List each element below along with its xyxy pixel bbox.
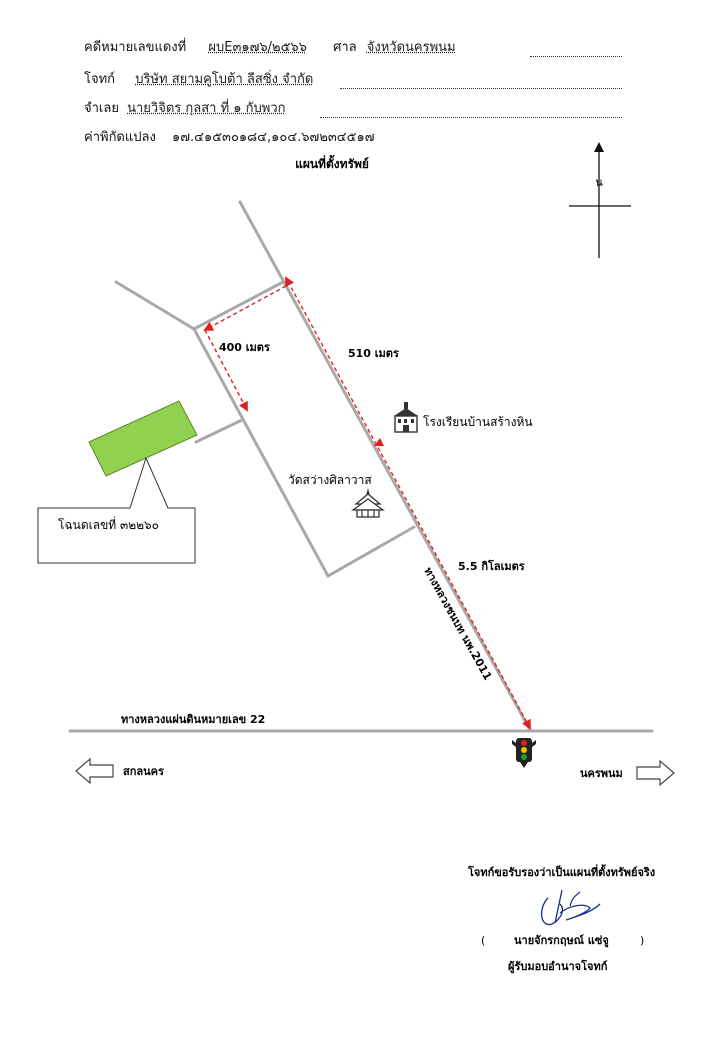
distance-510m-label: 510 เมตร	[348, 347, 399, 360]
court-label: ศาล	[333, 40, 357, 55]
traffic-light-icon	[512, 738, 536, 768]
left-direction-arrow-icon	[75, 757, 114, 785]
upper-cross-road	[192, 280, 285, 331]
route-final-segment	[204, 329, 248, 412]
dotted-fill-2	[340, 88, 622, 89]
parcel-access-road	[194, 418, 244, 444]
route-main-segment	[285, 276, 531, 730]
temple-label: วัดสว่างศิลาวาส	[288, 473, 372, 487]
plaintiff-line: โจทก์ บริษัท สยามคูโบต้า ลีสซิ่ง จำกัด	[84, 72, 313, 88]
route-path	[203, 276, 531, 730]
signature-image	[541, 889, 601, 926]
defendant-value: นายวิจิตร กุลสา ที่ ๑ กับพวก	[127, 101, 286, 116]
dotted-fill-1	[530, 56, 622, 57]
signer-name: นายจักรกฤษณ์ แซ่จู	[514, 934, 609, 948]
left-destination-label: สกลนคร	[123, 765, 164, 778]
right-direction-arrow-icon	[636, 759, 675, 787]
plaintiff-value: บริษัท สยามคูโบต้า ลีสซิ่ง จำกัด	[135, 72, 314, 87]
lower-cross-road	[326, 525, 416, 578]
road-network	[68, 200, 654, 733]
inner-road	[192, 327, 330, 578]
name-paren-open: (	[481, 934, 485, 947]
certification-statement: โจทก์ขอรับรองว่าเป็นแผนที่ตั้งทรัพย์จริง	[467, 864, 655, 879]
land-parcel	[88, 400, 198, 477]
signer-role: ผู้รับมอบอำนาจโจทก์	[508, 959, 608, 974]
defendant-line: จำเลย นายวิจิตร กุลสา ที่ ๑ กับพวก	[84, 101, 286, 117]
coordinates-label: ค่าพิกัดแปลง	[84, 130, 156, 145]
north-compass: น	[569, 142, 631, 258]
north-arrow-icon	[594, 142, 604, 152]
case-number-line: คดีหมายเลขแดงที่ ผบE๓๑๗๖/๒๕๖๖ ศาล จังหวั…	[84, 40, 456, 56]
case-number-label: คดีหมายเลขแดงที่	[84, 40, 187, 55]
highway-22-label: ทางหลวงแผ่นดินหมายเลข 22	[121, 713, 265, 726]
coordinates-value: ๑๗.๔๑๕๓๐๑๘๔,๑๐๔.๖๗๒๓๔๕๑๗	[171, 130, 375, 145]
deed-label: โฉนดเลขที่ ๓๒๒๖๐	[58, 516, 159, 532]
right-destination-label: นครพนม	[580, 767, 623, 780]
route-midpoint-arrow-icon	[374, 438, 384, 446]
case-number-value: ผบE๓๑๗๖/๒๕๖๖	[208, 40, 307, 55]
north-label: น	[595, 176, 603, 189]
name-paren-close: )	[640, 934, 644, 947]
route-cross-segment	[203, 285, 287, 331]
court-value: จังหวัดนครพนม	[366, 40, 456, 55]
temple-icon	[351, 488, 385, 518]
defendant-label: จำเลย	[84, 101, 119, 116]
coordinates-line: ค่าพิกัดแปลง ๑๗.๔๑๕๓๐๑๘๔,๑๐๔.๖๗๒๓๔๕๑๗	[84, 130, 374, 146]
deed-callout: โฉนดเลขที่ ๓๒๒๖๐	[37, 456, 196, 564]
map-title: แผนที่ตั้งทรัพย์	[295, 154, 369, 171]
plaintiff-label: โจทก์	[84, 72, 116, 87]
dotted-fill-3	[320, 117, 622, 118]
northwest-road	[114, 280, 196, 331]
distance-5-5km-label: 5.5 กิโลเมตร	[458, 559, 525, 573]
rural-road-label: ทางหลวงชนบท นพ.2011	[421, 565, 494, 682]
school-icon	[394, 402, 418, 433]
school-label: โรงเรียนบ้านสร้างหิน	[423, 415, 533, 429]
distance-400m-label: 400 เมตร	[219, 341, 270, 354]
